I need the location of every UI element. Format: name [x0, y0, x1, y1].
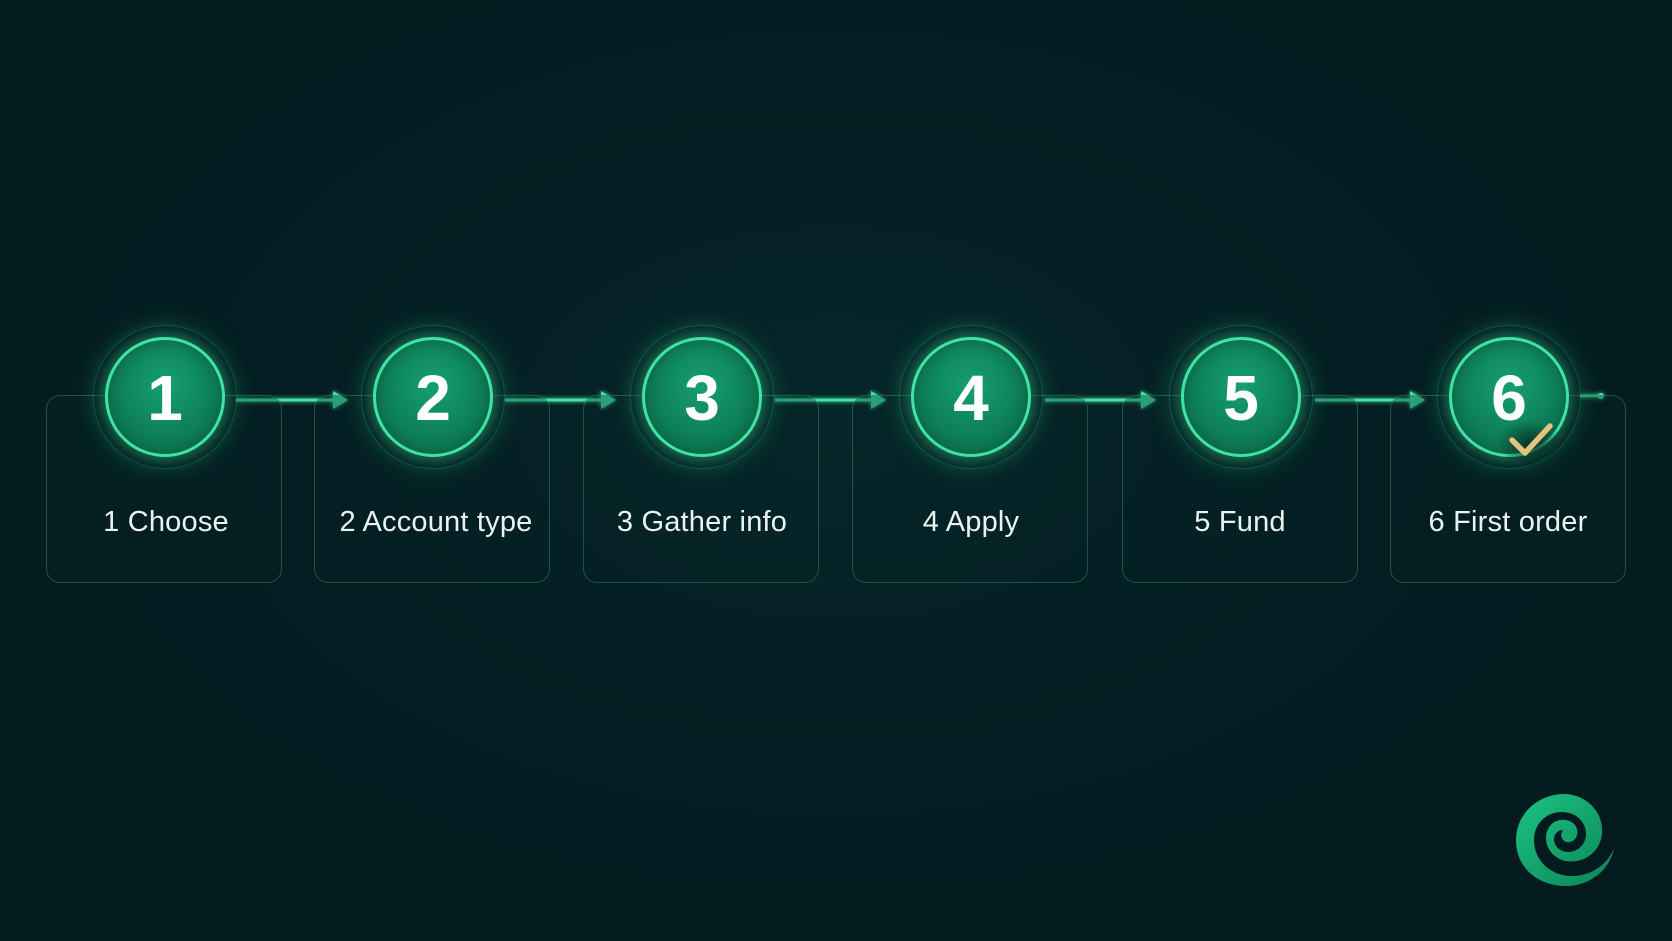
check-icon	[1499, 420, 1563, 464]
connector-arrow-3-4	[871, 391, 886, 409]
connector-arrow-1-2	[333, 391, 348, 409]
step-circle-3: 3	[642, 337, 762, 457]
step-circle-4: 4	[911, 337, 1031, 457]
step-number-1: 1	[147, 362, 183, 434]
step-label-1: 1 Choose	[103, 506, 229, 538]
step-circle-2: 2	[373, 337, 493, 457]
step-label-3: 3 Gather info	[616, 506, 788, 538]
step-number-2: 2	[415, 362, 451, 434]
step-label-5: 5 Fund	[1194, 506, 1286, 538]
step-label-6: 6 First order	[1428, 506, 1588, 538]
connector-arrow-2-3	[601, 391, 616, 409]
connector-arrow-4-5	[1141, 391, 1156, 409]
step-number-5: 5	[1223, 362, 1259, 434]
step-label-4: 4 Apply	[922, 506, 1020, 538]
swirl-logo-icon	[1516, 794, 1614, 886]
step-number-4: 4	[953, 362, 989, 434]
step-number-6: 6	[1491, 362, 1527, 434]
step-circle-5: 5	[1181, 337, 1301, 457]
step-label-2: 2 Account type	[339, 506, 533, 538]
connector-tail-dot	[1598, 393, 1604, 399]
step-number-3: 3	[684, 362, 720, 434]
connector-arrow-5-6	[1410, 391, 1425, 409]
step-circle-1: 1	[105, 337, 225, 457]
